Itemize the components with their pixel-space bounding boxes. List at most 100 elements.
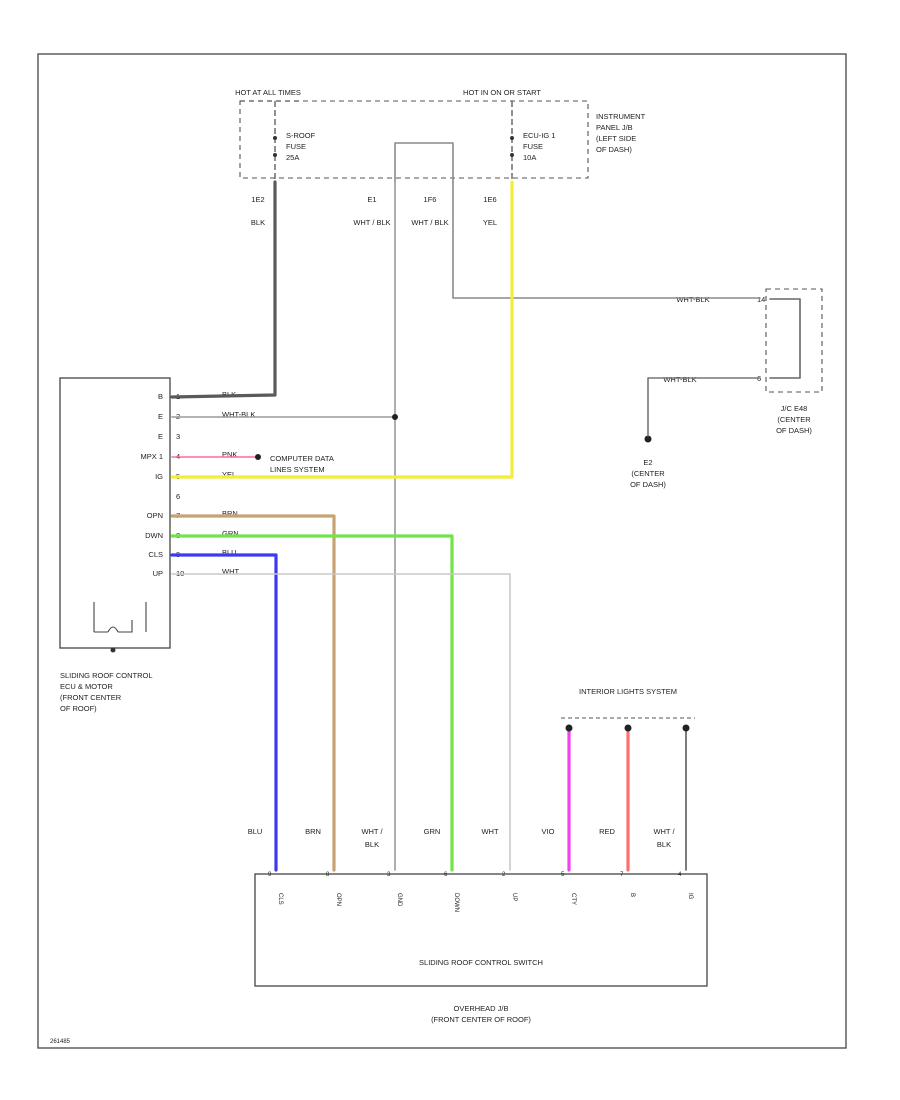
switch-wire-color: RED — [599, 827, 615, 836]
switch-pin-label: DOWN — [453, 893, 459, 912]
sroof-fuse-label-3: 25A — [286, 153, 299, 162]
wire-blu-cls — [170, 553, 278, 872]
switch-pin-number: 4 — [678, 872, 682, 878]
wire-grn-dwn — [170, 534, 454, 872]
ecu-wire-color: BRN — [222, 509, 238, 518]
interior-lights-label: INTERIOR LIGHTS SYSTEM — [579, 687, 677, 696]
switch-wire-color: WHT / — [361, 827, 383, 836]
computer-data-label-2: LINES SYSTEM — [270, 465, 325, 474]
switch-label: SLIDING ROOF CONTROL SWITCH — [419, 958, 543, 967]
hot-at-all-times-label: HOT AT ALL TIMES — [235, 88, 301, 97]
instrument-panel-jb-box — [239, 100, 589, 179]
ecu-pin-label: DWN — [145, 531, 163, 540]
jc-e48-label-1: J/C E48 — [781, 404, 808, 413]
switch-pin-number: 5 — [561, 872, 565, 878]
ecu-wire-color: WHT — [222, 567, 239, 576]
ip-jb-label-1: INSTRUMENT — [596, 112, 646, 121]
ecuig1-fuse-label-1: ECU-IG 1 — [523, 131, 556, 140]
sliding-roof-switch-box — [254, 873, 708, 987]
switch-pin-label: CLS — [277, 893, 283, 905]
jb-wire-color-4: YEL — [483, 218, 497, 227]
ecu-pin-number: 6 — [176, 492, 180, 501]
switch-wire-color: WHT / — [653, 827, 675, 836]
sroof-fuse-label-2: FUSE — [286, 142, 306, 151]
wire-brn-opn — [170, 514, 336, 872]
ecuig1-fuse-icon — [510, 101, 514, 180]
ground-e2-icon — [644, 435, 652, 443]
ip-jb-label-4: OF DASH) — [596, 145, 632, 154]
jb-wire-color-1: BLK — [251, 218, 265, 227]
switch-wire-color: GRN — [424, 827, 441, 836]
ip-jb-label-3: (LEFT SIDE — [596, 134, 636, 143]
wire-blk-battery — [170, 180, 277, 399]
jb-pin-2: E1 — [367, 195, 376, 204]
wire-wht-blk-ground-e2 — [647, 377, 761, 437]
ecu-motor-box — [59, 377, 171, 649]
ecu-label-2: ECU & MOTOR — [60, 682, 113, 691]
ecu-wire-color: GRN — [222, 529, 239, 538]
sroof-fuse-icon — [273, 101, 277, 180]
jb-wire-color-2: WHT / BLK — [353, 218, 390, 227]
ecu-label-3: (FRONT CENTER — [60, 693, 122, 702]
ecu-pin-label: IG — [155, 472, 163, 481]
switch-pin-number: 7 — [620, 872, 624, 878]
switch-wire-color: BRN — [305, 827, 321, 836]
ecu-wire-color: YEL — [222, 470, 236, 479]
switch-pin-label: OPN — [335, 893, 341, 906]
ecu-pin-label: MPX 1 — [140, 452, 163, 461]
ecu-wire-color: BLU — [222, 548, 237, 557]
ecu-label-4: OF ROOF) — [60, 704, 97, 713]
ecu-pin-label: E — [158, 432, 163, 441]
jb-pin-4: 1E6 — [483, 195, 496, 204]
jc-e48-label-2: (CENTER — [777, 415, 811, 424]
switch-pin-label: CTY — [570, 893, 576, 905]
jb-wire-color-3: WHT / BLK — [411, 218, 448, 227]
jc-e48-label-3: OF DASH) — [776, 426, 812, 435]
jb-pin-1: 1E2 — [251, 195, 264, 204]
ecu-wire-color: PNK — [222, 450, 237, 459]
ecu-label-1: SLIDING ROOF CONTROL — [60, 671, 153, 680]
overhead-jb-label-1: OVERHEAD J/B — [453, 1004, 508, 1013]
switch-wire-color: VIO — [542, 827, 555, 836]
switch-pin-number: 6 — [444, 872, 448, 878]
e2-label-2: (CENTER — [631, 469, 665, 478]
ecu-pin-label: B — [158, 392, 163, 401]
e2-label-3: OF DASH) — [630, 480, 666, 489]
computer-data-label-1: COMPUTER DATA — [270, 454, 334, 463]
splice-dot — [392, 414, 398, 420]
jc-wire-color-1: WHT-BLK — [676, 295, 709, 304]
wire-wht-blk-jc — [452, 181, 761, 299]
figure-id: 261485 — [50, 1039, 71, 1045]
overhead-jb-label-2: (FRONT CENTER OF ROOF) — [431, 1015, 531, 1024]
switch-wire-color: BLU — [248, 827, 263, 836]
ecu-pin-number: 3 — [176, 432, 180, 441]
ecu-pin-label: CLS — [148, 550, 163, 559]
e2-label-1: E2 — [643, 458, 652, 467]
motor-symbol-icon — [93, 602, 147, 633]
ecu-wire-color: WHT-BLK — [222, 410, 255, 419]
jc-e48-bus — [769, 298, 801, 379]
ecuig1-fuse-label-2: FUSE — [523, 142, 543, 151]
ecu-pin-label: E — [158, 412, 163, 421]
switch-pin-label: GND — [396, 893, 402, 907]
wire-wht-up — [171, 573, 511, 871]
switch-pin-number: 3 — [387, 872, 391, 878]
switch-pin-number: 2 — [502, 872, 506, 878]
hot-in-on-label: HOT IN ON OR START — [463, 88, 541, 97]
ecu-pin-label: OPN — [147, 511, 163, 520]
switch-pin-number: 9 — [268, 872, 272, 878]
jc-wire-color-2: WHT-BLK — [663, 375, 696, 384]
switch-wire-color: WHT — [481, 827, 498, 836]
ecuig1-fuse-label-3: 10A — [523, 153, 536, 162]
diagram-frame — [37, 53, 847, 1049]
jc-e48-box — [765, 288, 823, 393]
wire-yel-ig — [170, 180, 514, 479]
switch-pin-number: 8 — [326, 872, 330, 878]
ecu-pin-label: UP — [153, 569, 163, 578]
switch-pin-label: UP — [511, 893, 517, 901]
switch-wire-color: BLK — [365, 840, 379, 849]
jc-pin-1: 14 — [757, 295, 765, 304]
